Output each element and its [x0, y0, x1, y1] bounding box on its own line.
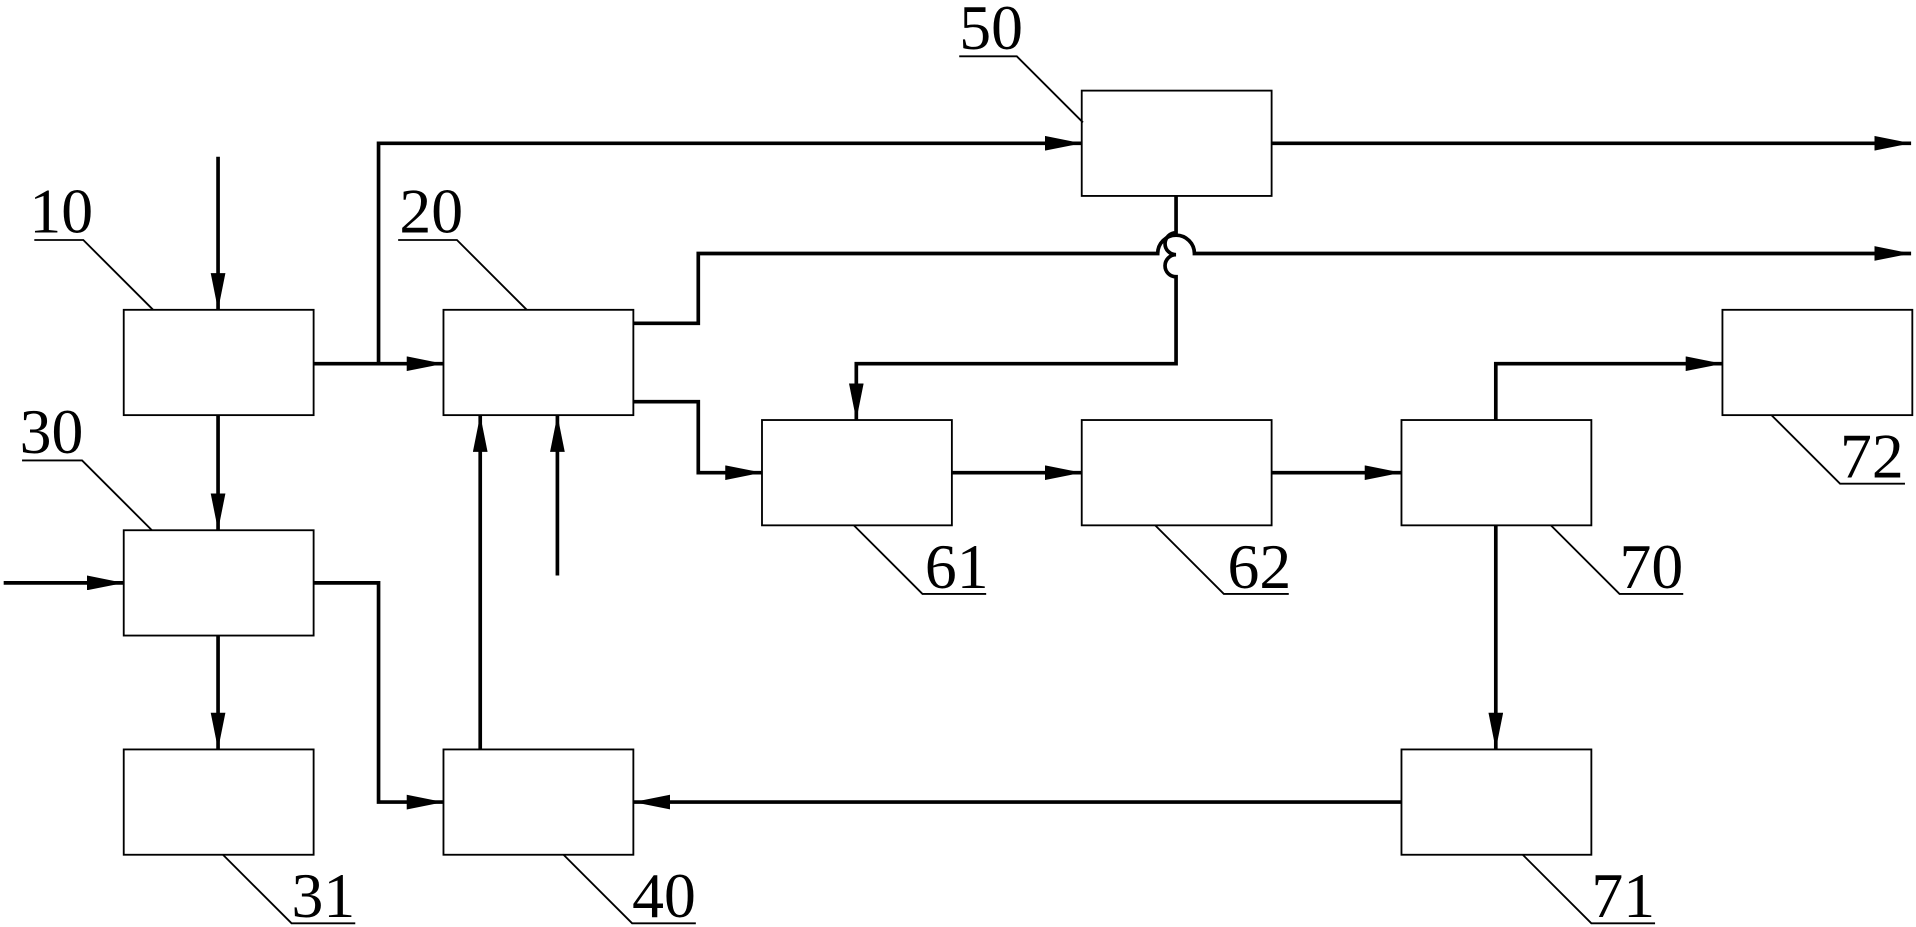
label-72: 72	[1840, 421, 1904, 492]
leader-72	[1770, 414, 1905, 485]
block-61	[761, 419, 953, 527]
flow-50-to-61	[848, 195, 1178, 421]
block-62	[1080, 419, 1273, 527]
label-71: 71	[1591, 860, 1655, 927]
block-31	[122, 748, 315, 856]
label-70: 70	[1620, 531, 1684, 602]
leader-50	[959, 55, 1084, 124]
label-31: 31	[292, 860, 356, 927]
label-62: 62	[1228, 531, 1292, 602]
leader-40	[562, 854, 696, 925]
flow-70-to-72	[1493, 356, 1723, 421]
label-40: 40	[632, 860, 696, 927]
label-10: 10	[29, 176, 93, 247]
block-40	[442, 748, 635, 856]
leader-71	[1522, 854, 1656, 925]
block-10	[122, 308, 315, 417]
block-50	[1080, 89, 1273, 197]
label-20: 20	[399, 176, 463, 247]
block-70	[1400, 419, 1593, 527]
leader-70	[1550, 524, 1684, 595]
flow-10-to-50	[376, 135, 1082, 364]
flow-20-to-61	[633, 399, 762, 481]
leader-20	[398, 239, 528, 311]
leader-61	[853, 524, 987, 595]
block-72	[1721, 308, 1914, 417]
block-71	[1400, 748, 1593, 856]
leader-10	[34, 239, 154, 311]
leader-62	[1154, 524, 1289, 595]
block-20	[442, 308, 635, 417]
flow-20-output	[633, 233, 1912, 326]
leader-31	[222, 854, 356, 925]
label-50: 50	[959, 0, 1023, 63]
label-61: 61	[925, 531, 989, 602]
block-30	[122, 529, 315, 637]
flow-30-to-40	[313, 581, 444, 810]
leader-30	[22, 459, 153, 531]
label-30: 30	[20, 396, 84, 467]
